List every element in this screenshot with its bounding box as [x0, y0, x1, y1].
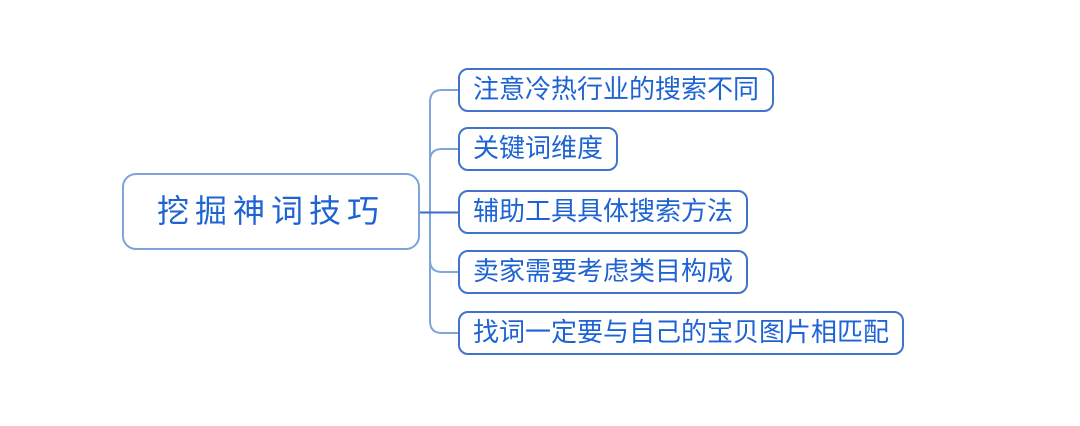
- mindmap-child-node-5[interactable]: 找词一定要与自己的宝贝图片相匹配: [458, 311, 905, 355]
- mindmap-root-node[interactable]: 挖掘神词技巧: [122, 173, 420, 250]
- mindmap-child-node-3[interactable]: 辅助工具具体搜索方法: [458, 190, 749, 234]
- branch-line-child-4: [429, 259, 458, 273]
- branch-line-child-2: [429, 148, 458, 162]
- branch-line-trunk: [429, 89, 458, 334]
- mindmap-child-node-2[interactable]: 关键词维度: [458, 127, 619, 171]
- mindmap-child-node-1[interactable]: 注意冷热行业的搜索不同: [458, 68, 775, 112]
- mindmap-child-node-4[interactable]: 卖家需要考虑类目构成: [458, 250, 749, 294]
